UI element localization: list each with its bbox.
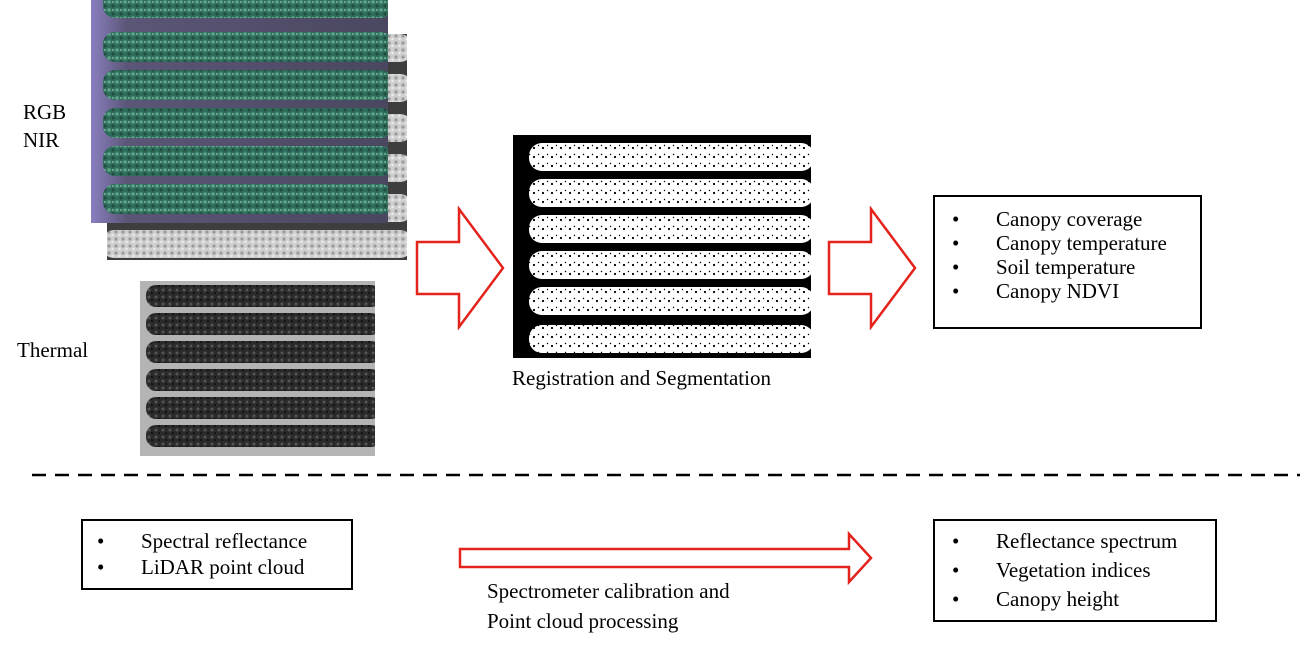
rgb-label: RGB <box>23 100 67 124</box>
arrow-right-1 <box>415 206 505 330</box>
process-caption-line1: Spectrometer calibration and <box>487 579 730 603</box>
arrow-right-2 <box>827 206 917 330</box>
bottom-inputs-box: •Spectral reflectance •LiDAR point cloud <box>81 519 353 590</box>
nir-label: NIR <box>23 128 60 152</box>
top-outputs-box: •Canopy coverage •Canopy temperature •So… <box>933 195 1202 329</box>
segmentation-caption: Registration and Segmentation <box>512 366 771 390</box>
thermal-label: Thermal <box>17 338 89 362</box>
rgb-image <box>91 0 388 223</box>
process-caption-line2: Point cloud processing <box>487 609 679 633</box>
section-divider <box>32 473 1300 477</box>
bottom-outputs-box: •Reflectance spectrum •Vegetation indice… <box>933 519 1217 622</box>
thermal-image <box>140 281 375 456</box>
segmentation-mask-image <box>513 135 811 358</box>
arrow-right-long <box>458 530 873 586</box>
